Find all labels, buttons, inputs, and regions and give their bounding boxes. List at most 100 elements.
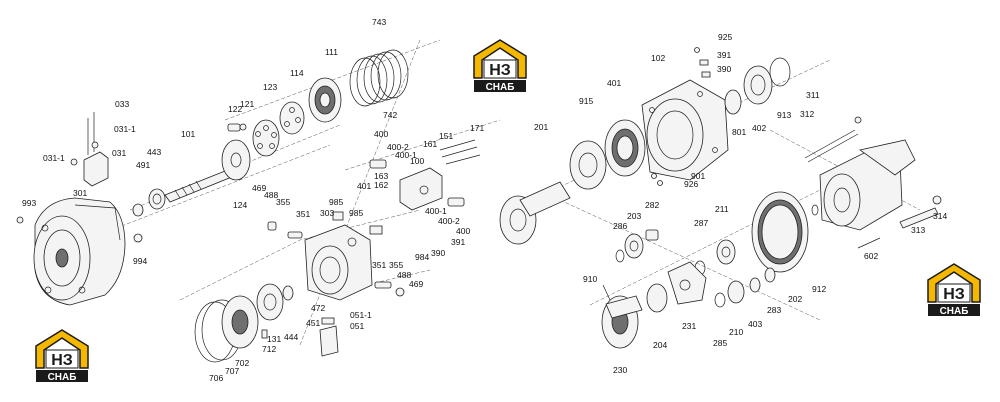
part-label: 201 — [534, 122, 548, 132]
part-label: 443 — [147, 147, 161, 157]
part-label: 400 — [456, 226, 470, 236]
part-label: 303 — [320, 208, 334, 218]
part-label: 401 — [357, 181, 371, 191]
part-label: 124 — [233, 200, 247, 210]
bearing-443 — [132, 188, 166, 217]
part-label: 282 — [645, 200, 659, 210]
plate-124 — [221, 139, 251, 181]
port-plate-303 — [304, 211, 383, 301]
seal-915 — [569, 140, 607, 190]
part-label: 131 — [267, 334, 281, 344]
part-label: 351 — [296, 209, 310, 219]
part-label: 311 — [806, 90, 820, 100]
part-label: 051-1 — [350, 310, 372, 320]
part-label: 994 — [133, 256, 147, 266]
part-label: 121 — [240, 99, 254, 109]
part-label: 314 — [933, 211, 947, 221]
part-label: 390 — [431, 248, 445, 258]
part-label: 402 — [752, 123, 766, 133]
part-label: 203 — [627, 211, 641, 221]
part-label: 926 — [684, 179, 698, 189]
plugs-993-994 — [16, 216, 143, 243]
bearing-444 — [256, 283, 294, 339]
part-label: 491 — [136, 160, 150, 170]
part-label: 925 — [718, 32, 732, 42]
part-label: 231 — [682, 321, 696, 331]
part-label: 051 — [350, 321, 364, 331]
valve-block-031 — [70, 112, 109, 187]
part-label: 912 — [812, 284, 826, 294]
housing-301 — [33, 197, 126, 306]
rings-801-402-913 — [724, 57, 791, 115]
carrier-230 — [601, 284, 643, 349]
part-labels: 743111114123122121742033031-1031031-1443… — [22, 17, 947, 383]
part-label: 390 — [717, 64, 731, 74]
bearing-401 — [604, 119, 646, 177]
logo-house-icon — [473, 39, 527, 79]
part-label: 403 — [748, 319, 762, 329]
logo-house-icon — [35, 329, 89, 369]
part-label: 469 — [409, 279, 423, 289]
part-label: 313 — [911, 225, 925, 235]
part-label: 355 — [389, 260, 403, 270]
logo-subtitle: СНАБ — [486, 82, 515, 93]
cylinder-block-123 — [252, 119, 280, 157]
part-label: 984 — [415, 252, 429, 262]
part-label: 286 — [613, 221, 627, 231]
part-label: 100 — [410, 156, 424, 166]
pinion-shaft-201 — [499, 181, 571, 245]
part-label: 707 — [225, 366, 239, 376]
part-label: 400 — [374, 129, 388, 139]
part-label: 285 — [713, 338, 727, 348]
part-label: 985 — [349, 208, 363, 218]
part-label: 114 — [290, 68, 304, 78]
plug-051 — [319, 317, 339, 357]
part-label: 910 — [583, 274, 597, 284]
part-label: 162 — [374, 180, 388, 190]
drum-111 — [308, 77, 342, 123]
part-label: 301 — [73, 188, 87, 198]
part-label: 101 — [181, 129, 195, 139]
clutch-plates-742-743 — [349, 49, 409, 107]
part-label: 488 — [264, 190, 278, 200]
brake-group-702-707 — [194, 295, 259, 363]
part-label: 283 — [767, 305, 781, 315]
part-label: 801 — [732, 127, 746, 137]
part-label: 102 — [651, 53, 665, 63]
part-label: 171 — [470, 123, 484, 133]
part-label: 472 — [311, 303, 325, 313]
carrier-231 — [667, 261, 707, 305]
part-label: 163 — [374, 171, 388, 181]
part-label: 742 — [383, 110, 397, 120]
part-label: 915 — [579, 96, 593, 106]
logo-top: НЗ СНАБ — [473, 39, 527, 93]
part-label: 451 — [306, 318, 320, 328]
part-label: 401 — [607, 78, 621, 88]
ring-gear-202 — [751, 191, 819, 273]
part-label: 202 — [788, 294, 802, 304]
small-parts-925-391-390 — [651, 47, 711, 186]
part-label: 122 — [228, 104, 242, 114]
part-label: 444 — [284, 332, 298, 342]
logo-letters: НЗ — [943, 286, 965, 303]
part-label: 993 — [22, 198, 36, 208]
parts-121-122 — [227, 123, 247, 132]
part-label: 400-2 — [387, 142, 409, 152]
logo-subtitle: СНАБ — [48, 372, 77, 383]
plate-114 — [279, 101, 305, 135]
housing-102 — [641, 79, 729, 181]
springs-351-355 — [267, 221, 405, 297]
valve-body-100 — [369, 139, 481, 211]
part-label: 702 — [235, 358, 249, 368]
part-label: 985 — [329, 197, 343, 207]
part-label: 031-1 — [114, 124, 136, 134]
part-label: 351 — [372, 260, 386, 270]
part-label: 400-1 — [425, 206, 447, 216]
logo-letters: НЗ — [489, 62, 511, 79]
part-label: 400-1 — [395, 150, 417, 160]
part-label: 400-2 — [438, 216, 460, 226]
part-label: 211 — [715, 204, 729, 214]
part-label: 312 — [800, 109, 814, 119]
part-label: 488 — [397, 270, 411, 280]
